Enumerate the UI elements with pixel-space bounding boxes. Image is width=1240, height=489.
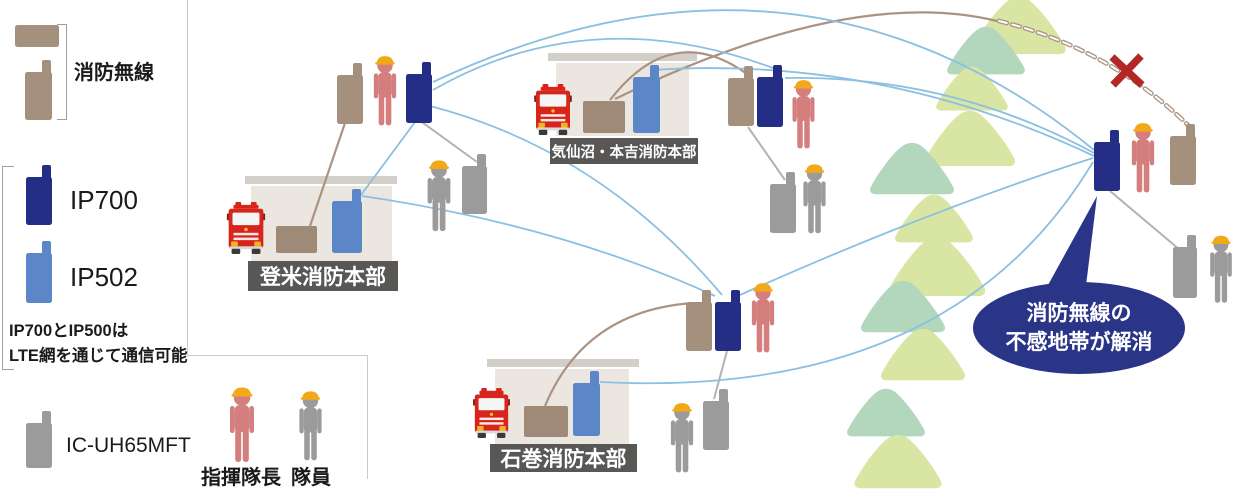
kesennuma-ip502-icon — [633, 65, 660, 133]
tome-firetruck-icon — [224, 202, 268, 254]
remote-ip700-icon — [1094, 130, 1120, 191]
vehicle-radio-icon — [15, 25, 59, 47]
x-icon — [1109, 53, 1145, 88]
kesennuma-station-plate: 気仙沼・本吉消防本部 — [550, 138, 698, 164]
kesennuma-commander-fire-radio-icon — [728, 66, 754, 126]
remote-fire-radio-icon — [1170, 124, 1196, 185]
blocked-link — [996, 18, 1194, 131]
lte-note-line2: LTE網を通じて通信可能 — [9, 347, 188, 365]
remote-member-icon — [1203, 231, 1239, 308]
mountain-icon — [881, 328, 965, 381]
building-tome-wall — [251, 186, 392, 262]
lte-link-line — [599, 161, 1094, 385]
ishinomaki-firetruck-icon — [471, 388, 512, 438]
tome-ip502-icon — [332, 189, 362, 253]
commander-person-icon — [222, 382, 262, 468]
tome-member-radio-icon — [462, 154, 487, 214]
lte-link-line — [739, 157, 1094, 296]
icuh65mft-label: IC-UH65MFT — [66, 434, 191, 457]
ishinomaki-station-plate: 石巻消防本部 — [490, 444, 637, 472]
lte-link-line — [361, 195, 716, 297]
ip700-radio-icon — [26, 165, 52, 225]
tome-commander-icon — [366, 52, 404, 130]
fire-radio-label: 消防無線 — [74, 62, 154, 84]
ishinomaki-ip502-icon — [573, 371, 600, 436]
tome-station-plate: 登米消防本部 — [248, 261, 398, 291]
lte-link-line — [360, 117, 419, 196]
tome-commander-fire-radio-icon — [337, 63, 363, 124]
handheld-links — [418, 119, 1181, 400]
gray-link-line — [1109, 190, 1181, 251]
lte-link-line — [429, 105, 723, 296]
fire-radio-icon — [25, 60, 52, 120]
icuh65mft-radio-icon — [26, 411, 52, 468]
remote-commander-icon — [1124, 119, 1162, 197]
radio-link-line — [307, 122, 347, 230]
lte-link-line — [432, 37, 774, 91]
radio-link-line — [614, 11, 998, 100]
ishinomaki-commander-fire-radio-icon — [686, 290, 712, 351]
mountain-icon — [895, 194, 973, 243]
fire-radio-links — [307, 11, 998, 407]
gray-link-line — [713, 350, 728, 400]
ishinomaki-base-station-icon — [524, 406, 568, 437]
kesennuma-base-station-icon — [583, 101, 625, 133]
radio-link-line — [543, 301, 695, 407]
legend-divider-vertical2 — [367, 355, 368, 479]
mountain-range — [847, 0, 1066, 489]
lte-links — [360, 9, 1095, 385]
lte-group-bracket — [2, 166, 14, 370]
kesennuma-ip700-icon — [757, 65, 783, 127]
callout-tail — [1042, 196, 1097, 302]
lte-note-line1: IP700とIP500は — [9, 322, 129, 340]
building-kesennuma-roof — [548, 53, 697, 61]
callout-line2: 不感地帯が解消 — [1005, 331, 1153, 354]
kesennuma-firetruck-icon — [531, 84, 575, 135]
mountain-icon — [847, 388, 925, 437]
ip502-label: IP502 — [70, 262, 138, 292]
ip502-radio-icon — [26, 241, 52, 303]
lte-link-line — [432, 9, 1095, 151]
gray-link-line — [418, 119, 478, 163]
mountain-icon — [924, 110, 1016, 167]
dead-zone-callout: 消防無線の 不感地帯が解消 — [973, 282, 1185, 374]
ishinomaki-member-icon — [663, 399, 701, 477]
legend-divider-vertical — [187, 0, 188, 356]
callout-line1: 消防無線の — [1026, 301, 1132, 325]
kesennuma-member-radio-icon — [770, 172, 796, 233]
ip700-label: IP700 — [70, 185, 138, 215]
lte-link-line — [651, 67, 1095, 157]
commander-label: 指揮隊長 — [201, 467, 281, 489]
gray-link-line — [747, 126, 786, 181]
member-person-icon — [292, 384, 329, 468]
tome-member-icon — [420, 156, 458, 236]
ishinomaki-commander-icon — [744, 279, 782, 357]
tome-base-station-icon — [276, 226, 317, 253]
lte-link-line — [784, 77, 1095, 154]
kesennuma-commander-icon — [785, 76, 822, 153]
ishinomaki-ip700-icon — [715, 290, 741, 351]
kesennuma-member-icon — [796, 160, 833, 238]
tome-ip700-icon — [406, 62, 432, 123]
blocked-link-dashed-core — [998, 20, 1192, 129]
radio-link-line — [609, 51, 748, 101]
remote-member-radio-icon — [1173, 235, 1197, 298]
building-tome-roof — [245, 176, 397, 184]
ishinomaki-member-radio-icon — [703, 389, 729, 450]
member-label: 隊員 — [291, 467, 331, 489]
fire-radio-bracket — [57, 24, 67, 120]
mountain-icon — [854, 434, 942, 489]
building-ishinomaki-roof — [487, 359, 639, 367]
legend-divider-horizontal — [187, 355, 368, 356]
